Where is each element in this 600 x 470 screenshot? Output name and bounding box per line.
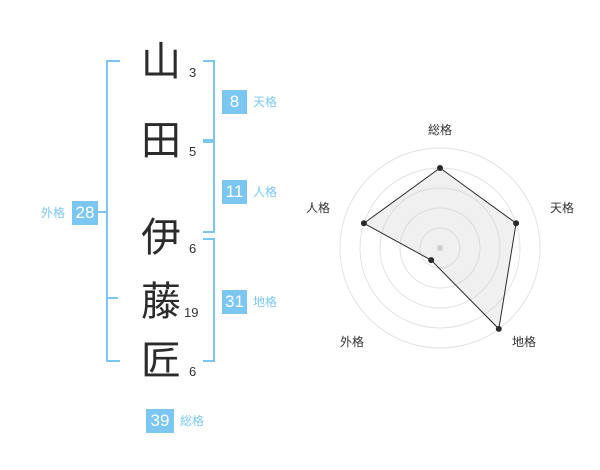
name-char-2: 田 — [141, 118, 181, 164]
stroke-count-1: 3 — [189, 65, 197, 80]
name-char-1: 山 — [141, 39, 181, 85]
gaikaku-badge: 28 — [72, 201, 98, 225]
name-char-3: 伊 — [141, 215, 181, 261]
radar-point — [360, 220, 367, 227]
gaikaku-bracket — [106, 60, 120, 362]
radar-point — [495, 325, 502, 332]
stroke-count-4: 19 — [184, 305, 199, 320]
name-char-4: 藤 — [141, 279, 181, 325]
radar-center-dot — [437, 245, 443, 251]
radar-ring — [399, 207, 481, 289]
radar-ring — [419, 227, 461, 269]
radar-axis-label: 地格 — [512, 334, 536, 349]
radar-axis-label: 外格 — [340, 334, 364, 349]
radar-point — [513, 220, 520, 227]
name-char-5: 匠 — [141, 338, 181, 384]
stroke-count-5: 6 — [189, 364, 197, 379]
tenkaku-bracket — [203, 60, 215, 143]
tenkaku-badge: 8 — [222, 90, 247, 114]
jinkaku-bracket — [203, 139, 215, 233]
chikaku-badge: 31 — [222, 290, 247, 314]
gaikaku-bracket-stem — [96, 211, 106, 213]
radar-axis-label: 人格 — [306, 200, 330, 215]
gaikaku-label: 外格 — [41, 206, 66, 220]
stroke-count-3: 6 — [189, 241, 197, 256]
radar-point — [437, 165, 443, 171]
radar-axis-label: 天格 — [550, 200, 574, 215]
tenkaku-label: 天格 — [253, 95, 278, 109]
radar-axis-label: 総格 — [428, 122, 452, 137]
chikaku-label: 地格 — [253, 295, 278, 309]
jinkaku-label: 人格 — [253, 185, 278, 199]
radar-ring — [379, 187, 501, 309]
soukaku-label: 総格 — [180, 414, 205, 428]
radar-ring — [339, 147, 541, 349]
jinkaku-badge: 11 — [222, 180, 247, 204]
chikaku-bracket — [203, 238, 215, 362]
gaikaku-bracket-mid — [106, 297, 118, 299]
soukaku-badge: 39 — [146, 409, 174, 433]
stroke-count-2: 5 — [189, 144, 197, 159]
radar-point — [428, 257, 435, 264]
